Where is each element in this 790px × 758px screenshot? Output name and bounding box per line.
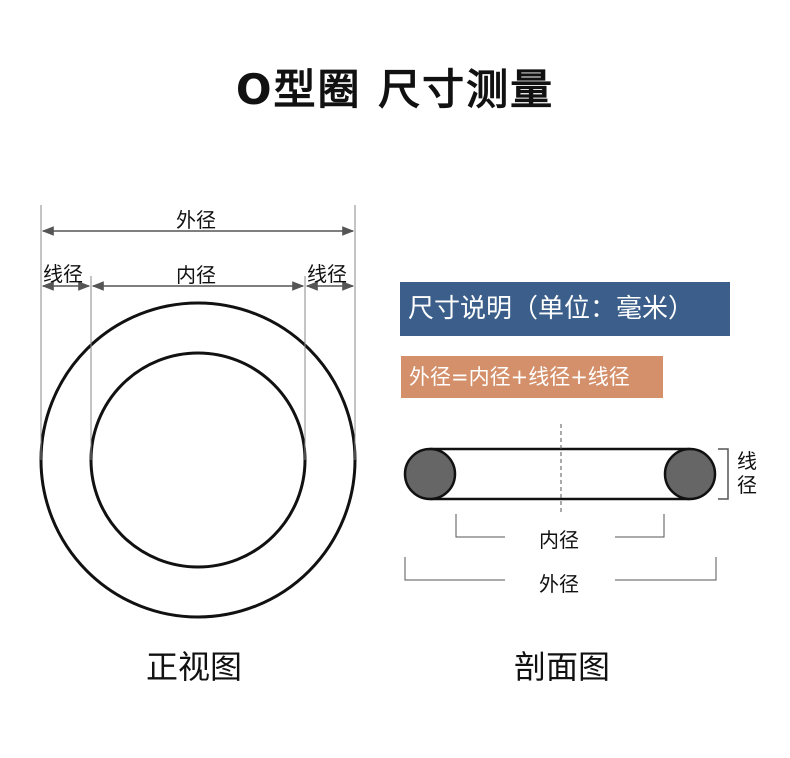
wire-diameter-label-vertical: 线 径 <box>735 449 759 497</box>
inner-bracket-right <box>615 514 665 538</box>
inner-bracket-left <box>455 514 505 538</box>
section-outer-label: 外径 <box>539 572 579 596</box>
front-view-caption: 正视图 <box>146 648 243 686</box>
inner-diameter-label: 内径 <box>176 263 216 287</box>
dimension-note-box: 尺寸说明（单位：毫米） <box>400 282 730 336</box>
outer-diameter-label: 外径 <box>176 208 216 232</box>
wire-right-label: 线径 <box>307 262 347 286</box>
outer-ring <box>39 301 357 619</box>
section-right-circle <box>663 447 717 501</box>
inner-ring <box>89 351 307 569</box>
wire-bracket <box>718 448 729 500</box>
formula-box: 外径=内径+线径+线径 <box>401 356 663 398</box>
outer-bracket-right <box>615 557 717 581</box>
outer-bracket-left <box>404 557 505 581</box>
wire-label-char-2: 径 <box>737 473 757 497</box>
section-inner-label: 内径 <box>539 528 579 552</box>
wire-left-label: 线径 <box>43 262 83 286</box>
wire-label-char-1: 线 <box>737 449 757 473</box>
page-title: O型圈 尺寸测量 <box>235 65 555 114</box>
section-left-circle <box>403 447 457 501</box>
section-view-caption: 剖面图 <box>514 648 611 686</box>
